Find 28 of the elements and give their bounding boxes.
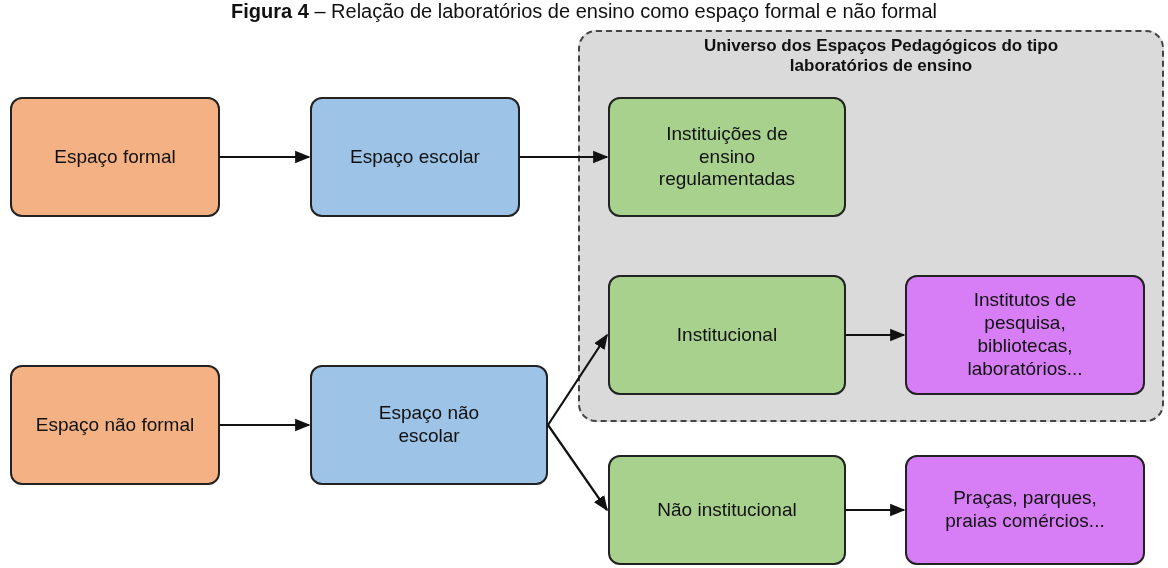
arrow — [846, 503, 906, 517]
figure-title: Figura 4 – Relação de laboratórios de ensino como espaço formal e não formal — [230, 0, 938, 23]
arrow — [220, 418, 311, 432]
process-box — [310, 365, 548, 485]
arrow — [520, 150, 609, 164]
box-label: Não institucional — [656, 497, 798, 522]
box-label: Institutos de pesquisa, bibliotecas, laboratórios... — [966, 288, 1084, 381]
arrow — [220, 150, 311, 164]
group-container — [578, 30, 1164, 422]
process-box — [10, 97, 220, 217]
process-box — [608, 97, 846, 217]
process-box — [608, 455, 846, 565]
process-box — [905, 275, 1145, 395]
box-label: Espaço não formal — [34, 412, 196, 437]
process-box — [608, 275, 846, 395]
process-box — [905, 455, 1145, 565]
arrow — [846, 328, 906, 342]
box-label: Instituições de ensino regulamentadas — [657, 121, 797, 192]
box-label: Praças, parques, praias comércios... — [944, 486, 1106, 533]
arrow — [547, 333, 608, 426]
box-label: Espaço escolar — [349, 144, 481, 169]
process-box — [310, 97, 520, 217]
group-title: Universo dos Espaços Pedagógicos do tipo laboratórios de ensino — [702, 35, 1060, 78]
process-box — [10, 365, 220, 485]
box-label: Espaço formal — [53, 144, 177, 169]
box-label: Espaço não escolar — [377, 401, 481, 448]
box-label: Institucional — [675, 322, 779, 347]
arrow — [547, 424, 608, 512]
